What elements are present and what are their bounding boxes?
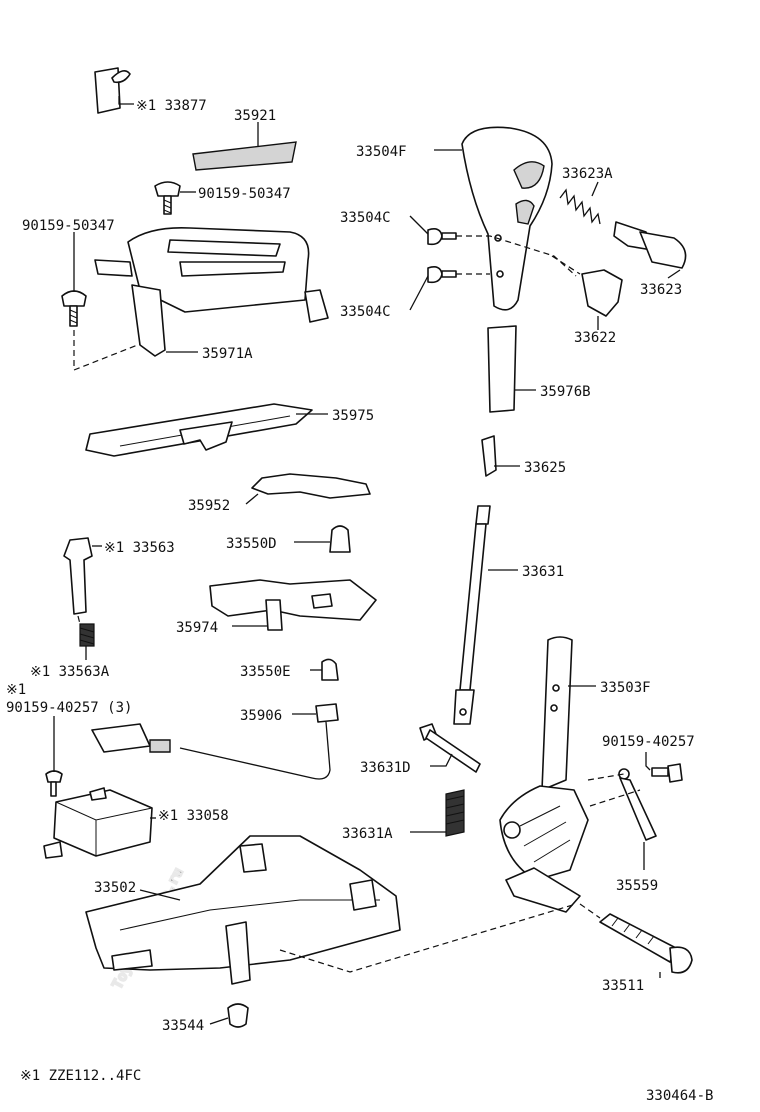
part-35921-pad: [192, 141, 297, 171]
label-35971A: 35971A: [202, 346, 253, 362]
label-33631A: 33631A: [342, 826, 393, 842]
part-33504C-screw-b: [427, 266, 457, 284]
label-33877: ※1 33877: [136, 98, 207, 114]
label-note-1: ※1: [6, 682, 26, 698]
label-33631D: 33631D: [360, 760, 411, 776]
label-33504F: 33504F: [356, 144, 407, 160]
part-35971A-housing: [94, 226, 329, 357]
part-90159-40257-bolt: [651, 763, 683, 783]
label-33631: 33631: [522, 564, 564, 580]
part-33550E-bulb: [321, 658, 339, 681]
label-33511: 33511: [602, 978, 644, 994]
part-33550D-bulb: [329, 525, 351, 553]
leader-lines: [53, 96, 681, 1025]
label-33623: 33623: [640, 282, 682, 298]
label-33504C-a: 33504C: [340, 210, 391, 226]
part-33503F-lever-assembly: [499, 636, 589, 913]
label-90159-40257-3: 90159-40257 (3): [6, 700, 132, 716]
label-35559: 35559: [616, 878, 658, 894]
part-33625-clip: [481, 435, 497, 477]
part-labels: ※1 33877 35921 90159-50347 90159-50347 3…: [6, 98, 713, 1104]
label-35974: 35974: [176, 620, 218, 636]
part-33631A-spring: [445, 789, 465, 837]
label-35921: 35921: [234, 108, 276, 124]
part-33504C-screw-a: [427, 228, 457, 246]
label-33544: 33544: [162, 1018, 204, 1034]
label-33622: 33622: [574, 330, 616, 346]
part-33622-button-cap: [581, 269, 623, 317]
label-33563A: ※1 33563A: [30, 664, 110, 680]
part-33631-shift-rod: [453, 505, 491, 725]
part-33511-pin: [599, 913, 693, 974]
part-33631D-pin: [419, 723, 481, 773]
label-90159-40257: 90159-40257: [602, 734, 695, 750]
part-33563-lever: [63, 537, 93, 615]
part-33058-control-unit: [43, 787, 153, 859]
part-33623-button: [613, 221, 687, 269]
part-33877-tag: [94, 67, 131, 114]
part-33544-grommet: [227, 1003, 249, 1028]
part-90159-40257-screw-3: [45, 770, 63, 797]
part-35975-slide-cover: [85, 403, 313, 457]
label-33625: 33625: [524, 460, 566, 476]
part-35952-plate: [251, 473, 371, 499]
label-90159-50347-a: 90159-50347: [198, 186, 291, 202]
label-33502: 33502: [94, 880, 136, 896]
label-90159-50347-b: 90159-50347: [22, 218, 115, 234]
part-33504F-shift-knob: [461, 126, 553, 311]
part-33563A-spring: [79, 623, 95, 647]
part-35976B-boot: [487, 325, 517, 413]
label-35906: 35906: [240, 708, 282, 724]
part-33502-base-plate: [85, 835, 401, 985]
part-35559-spring-plate: [618, 768, 657, 841]
label-33550E: 33550E: [240, 664, 291, 680]
footnote: ※1 ZZE112..4FC: [20, 1068, 141, 1084]
part-33623A-spring: [559, 188, 601, 225]
part-35974-bracket: [209, 579, 377, 631]
label-35975: 35975: [332, 408, 374, 424]
label-33503F: 33503F: [600, 680, 651, 696]
part-90159-50347-screw-a: [154, 181, 181, 215]
label-33504C-b: 33504C: [340, 304, 391, 320]
label-33550D: 33550D: [226, 536, 277, 552]
label-33623A: 33623A: [562, 166, 613, 182]
label-35952: 35952: [188, 498, 230, 514]
label-33058: ※1 33058: [158, 808, 229, 824]
label-35976B: 35976B: [540, 384, 591, 400]
part-90159-50347-screw-b: [61, 290, 87, 327]
part-35906-socket-harness: [91, 703, 339, 780]
label-33563: ※1 33563: [104, 540, 175, 556]
diagram-code: 330464-B: [646, 1088, 713, 1104]
